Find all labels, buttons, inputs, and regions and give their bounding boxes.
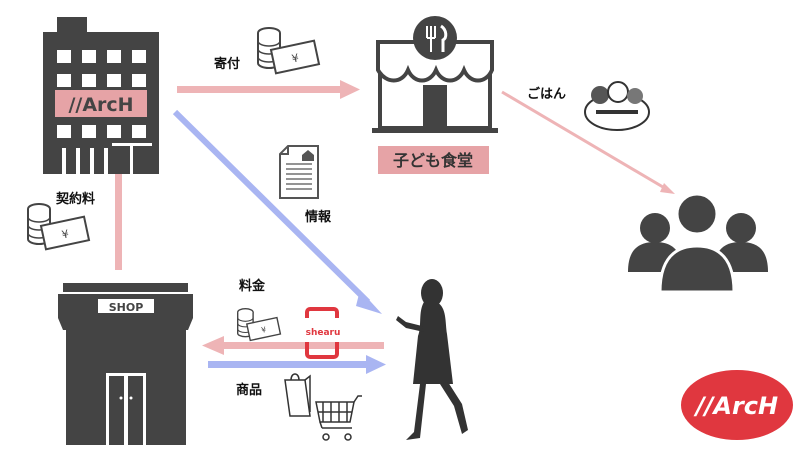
arrow-donation: [177, 80, 360, 99]
arrow-fee: [202, 336, 384, 355]
arrow-meal: [501, 90, 675, 194]
arrow-goods: [208, 355, 386, 374]
people-group-icon: [628, 192, 768, 294]
label-info: 情報: [305, 209, 332, 225]
restaurant-icon: [372, 16, 498, 133]
document-icon: [279, 145, 319, 199]
money-icon: ¥: [257, 27, 321, 75]
money-icon: ¥: [237, 308, 282, 342]
arch-brand-logo: //ArcH: [681, 370, 793, 440]
label-meal: ごはん: [527, 86, 566, 102]
svg-text:¥: ¥: [61, 227, 71, 241]
shop-icon: [58, 283, 193, 445]
bento-icon: [584, 81, 650, 131]
company-name: //ArcH: [68, 94, 133, 116]
label-goods: 商品: [236, 382, 262, 398]
restaurant-name: 子ども食堂: [393, 151, 473, 170]
label-fee: 料金: [239, 278, 266, 294]
svg-text:¥: ¥: [291, 51, 301, 65]
shopping-bag-icon: [284, 373, 311, 417]
app-name: shearu: [306, 328, 341, 338]
restaurant-label-bg: [378, 146, 489, 174]
shopping-cart-icon: [315, 395, 362, 441]
svg-text:¥: ¥: [260, 325, 267, 335]
arrow-info: [172, 109, 382, 314]
smartphone-icon: [303, 307, 343, 359]
shop-sign: SHOP: [109, 301, 144, 314]
label-donation: 寄付: [214, 56, 240, 72]
label-contract-fee: 契約料: [55, 191, 95, 207]
customer-silhouette-icon: [396, 279, 468, 440]
money-icon: ¥: [27, 203, 91, 251]
office-building-icon: [43, 17, 159, 174]
logo-text: //ArcH: [693, 392, 778, 420]
